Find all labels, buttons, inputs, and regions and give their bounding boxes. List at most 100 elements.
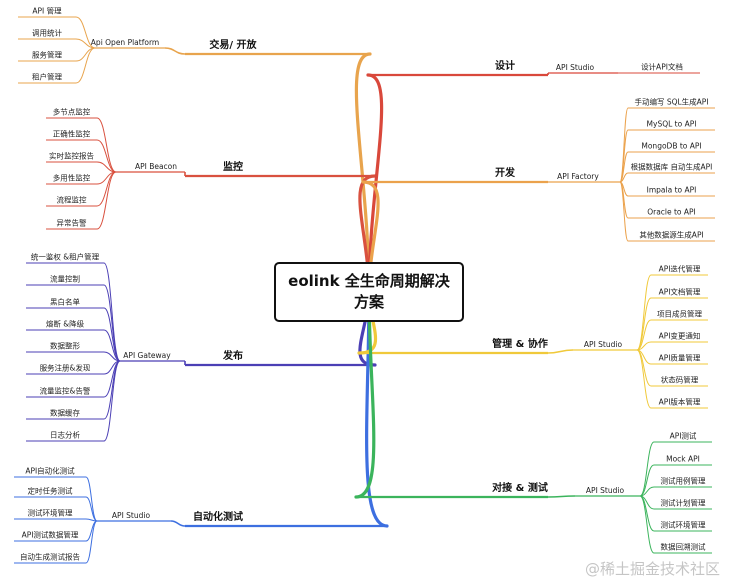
leaf-item: 服务管理	[32, 50, 62, 60]
leaf-item: 根据数据库 自动生成API	[631, 162, 713, 172]
branch-label: 交易/ 开放	[209, 38, 257, 51]
leaf-item: 流量控制	[50, 274, 80, 284]
leaf-item: API质量管理	[659, 353, 701, 363]
branch-trunk	[354, 52, 372, 294]
branch-label: 发布	[222, 349, 243, 362]
leaf-item: 正确性监控	[53, 129, 91, 139]
sub-label: Api Open Platform	[91, 38, 159, 47]
sub-connector	[170, 520, 186, 527]
leaf-item: 流程监控	[57, 195, 87, 205]
leaf-item: 手动编写 SQL生成API	[634, 97, 708, 107]
item-connector	[75, 47, 96, 84]
branch-trunk	[354, 290, 376, 499]
branch-label: 管理 & 协作	[492, 337, 548, 350]
item-connector	[619, 107, 629, 183]
leaf-item: 调用统计	[32, 28, 62, 38]
branch-label: 开发	[495, 166, 516, 179]
leaf-item: 实时监控报告	[49, 151, 94, 161]
leaf-item: 租户管理	[32, 72, 62, 82]
leaf-item: MySQL to API	[647, 120, 697, 129]
item-connector	[96, 171, 117, 230]
leaf-item: Oracle to API	[647, 208, 696, 217]
item-connector	[636, 349, 652, 409]
leaf-item: 测试环境管理	[661, 520, 706, 530]
leaf-item: 项目成员管理	[657, 309, 702, 319]
sub-label: API Factory	[557, 172, 599, 181]
item-connector	[85, 520, 98, 564]
item-connector	[619, 151, 629, 183]
item-connector	[639, 495, 655, 554]
leaf-item: 多用性监控	[53, 173, 91, 183]
leaf-item: 黑白名单	[50, 297, 80, 307]
item-connector	[75, 16, 96, 49]
sub-label: API Studio	[112, 511, 151, 520]
item-connector	[103, 360, 121, 442]
leaf-item: 测试用例管理	[661, 476, 706, 486]
sub-label: API Studio	[556, 63, 595, 72]
leaf-item: 自动生成测试报告	[20, 552, 80, 562]
root-node-title: eolink 全生命周期解决方案	[288, 272, 450, 311]
leaf-item: 测试环境管理	[28, 508, 73, 518]
leaf-item: 其他数据源生成API	[639, 230, 703, 240]
sub-connector	[164, 47, 186, 55]
item-connector	[636, 274, 652, 351]
branch-trunk	[366, 73, 384, 294]
item-connector	[636, 341, 652, 351]
item-connector	[85, 476, 98, 522]
leaf-item: 统一鉴权 &租户管理	[31, 252, 100, 262]
sub-label: API Gateway	[123, 351, 171, 360]
item-connector	[636, 319, 652, 351]
leaf-item: 多节点监控	[53, 107, 91, 117]
branch-label: 设计	[495, 59, 515, 72]
leaf-item: API迭代管理	[659, 264, 701, 274]
leaf-item: API文档管理	[659, 287, 701, 297]
leaf-item: Impala to API	[647, 186, 697, 195]
leaf-item: 数据回溯测试	[661, 542, 706, 552]
sub-label: API Beacon	[135, 162, 177, 171]
leaf-item: 日志分析	[50, 430, 80, 440]
leaf-item: 设计API文档	[641, 62, 683, 72]
sub-label: API Studio	[586, 486, 625, 495]
leaf-item: 熔断 &降级	[46, 319, 85, 329]
leaf-item: 数据缓存	[50, 408, 80, 418]
leaf-item: API自动化测试	[25, 466, 75, 476]
branch-label: 对接 & 测试	[492, 481, 548, 494]
leaf-item: MongoDB to API	[641, 142, 701, 151]
leaf-item: API测试数据管理	[22, 530, 79, 540]
item-connector	[619, 172, 629, 183]
leaf-item: API变更通知	[659, 331, 701, 341]
sub-label: API Studio	[584, 340, 623, 349]
item-connector	[85, 520, 98, 542]
item-connector	[103, 351, 121, 362]
root-node: eolink 全生命周期解决方案	[274, 262, 464, 322]
item-connector	[639, 486, 655, 497]
leaf-item: API测试	[670, 431, 697, 441]
item-connector	[96, 161, 117, 173]
item-connector	[103, 329, 121, 362]
item-connector	[619, 181, 629, 242]
item-connector	[75, 47, 96, 62]
sub-connector	[547, 495, 576, 498]
leaf-item: 流量监控&告警	[40, 386, 91, 396]
branch-6: 开发 API Factory 手动编写 SQL生成API MySQL to API Mo…	[361, 97, 715, 294]
leaf-item: 异常告警	[57, 218, 87, 228]
leaf-item: 数据整形	[50, 341, 80, 351]
item-connector	[75, 38, 96, 49]
item-connector	[96, 139, 117, 173]
item-connector	[103, 360, 121, 420]
branch-label: 自动化测试	[193, 510, 243, 523]
leaf-item: 服务注册&发现	[40, 363, 91, 373]
branch-5: 设计 API Studio 设计API文档	[366, 59, 700, 294]
leaf-item: Mock API	[666, 455, 700, 464]
leaf-item: 状态码管理	[661, 375, 699, 385]
leaf-item: API版本管理	[659, 397, 701, 407]
sub-connector	[547, 349, 574, 354]
leaf-item: 测试计划管理	[661, 498, 706, 508]
